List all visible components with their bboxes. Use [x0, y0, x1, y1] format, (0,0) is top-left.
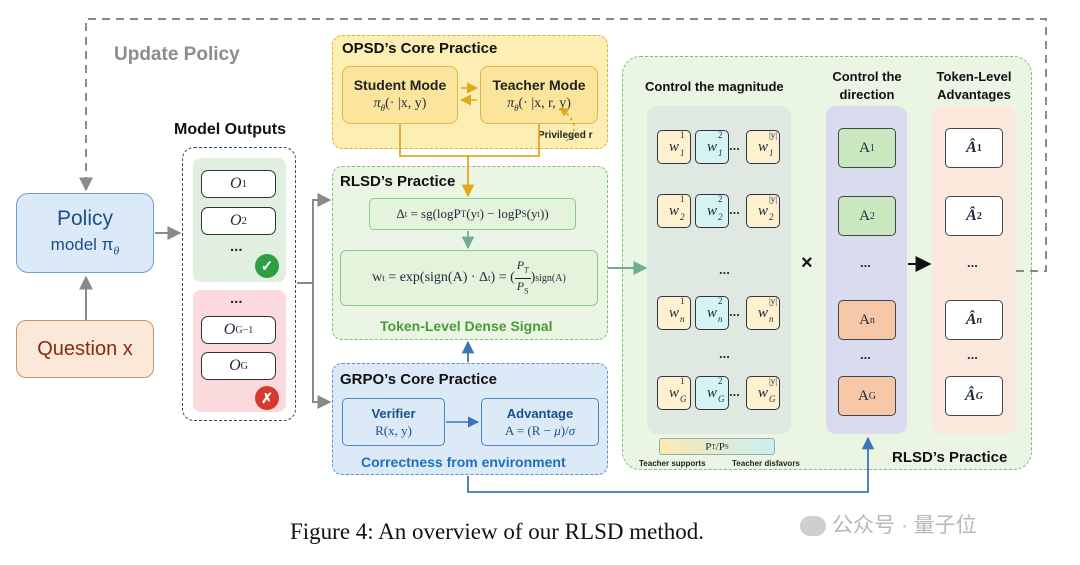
legend-teacher-disfavors: Teacher disfavors: [732, 459, 800, 468]
weight-row-ellipsis: ...: [729, 384, 740, 399]
weight-cell-1-3: w|y|1: [746, 130, 780, 164]
token-level-dense-signal: Token-Level Dense Signal: [380, 318, 553, 334]
update-policy-label: Update Policy: [114, 44, 240, 65]
model-outputs-title: Model Outputs: [174, 121, 286, 138]
direction-ellipsis-1: ...: [860, 255, 871, 270]
weight-cell-2-3: w|y|2: [746, 194, 780, 228]
policy-subtitle: model πθ: [50, 235, 120, 258]
question-box: Question x: [16, 320, 154, 378]
multiply-symbol: ×: [801, 252, 813, 274]
direction-ellipsis-2: ...: [860, 347, 871, 362]
rlsd-right-title: RLSD’s Practice: [892, 449, 1008, 466]
wechat-icon: [800, 516, 826, 537]
policy-box: Policy model πθ: [16, 193, 154, 273]
student-mode-box: Student Mode πθ(· |x, y): [342, 66, 458, 124]
rlsd-left-title: RLSD’s Practice: [340, 173, 456, 190]
figure-caption: Figure 4: An overview of our RLSD method…: [290, 519, 704, 544]
verifier-title: Verifier: [371, 405, 416, 421]
weight-row-ellipsis: ...: [729, 202, 740, 217]
teacher-mode-title: Teacher Mode: [492, 77, 586, 94]
incorrect-ellipsis: ...: [230, 290, 243, 307]
weight-row-ellipsis: ...: [729, 138, 740, 153]
watermark: 公众号 · 量子位: [800, 509, 977, 539]
verifier-box: Verifier R(x, y): [342, 398, 445, 446]
correctness-caption: Correctness from environment: [361, 454, 566, 470]
verifier-formula: R(x, y): [375, 422, 412, 438]
weight-column-ellipsis: ...: [719, 346, 730, 361]
weight-cell-G-3: w|y|G: [746, 376, 780, 410]
control-magnitude-title: Control the magnitude: [645, 79, 784, 94]
grpo-title: GRPO’s Core Practice: [340, 371, 498, 388]
cross-icon: ✗: [255, 386, 279, 410]
student-mode-title: Student Mode: [353, 77, 447, 94]
teacher-mode-box: Teacher Mode πθ(· |x, r, y): [480, 66, 598, 124]
model-outputs-panel: [182, 147, 296, 421]
weight-column-ellipsis: ...: [719, 262, 730, 277]
weight-row-ellipsis: ...: [729, 304, 740, 319]
advantage-formula: A = (R − μ)/σ: [504, 422, 576, 438]
weight-cell-n-3: w|y|n: [746, 296, 780, 330]
advantage-ellipsis-2: ...: [967, 347, 978, 362]
check-icon: ✓: [255, 254, 279, 278]
advantage-title: Advantage: [506, 405, 574, 421]
advantage-ellipsis-1: ...: [967, 255, 978, 270]
teacher-mode-formula: πθ(· |x, r, y): [507, 96, 571, 113]
policy-title: Policy: [56, 207, 114, 231]
privileged-label: Privileged r: [538, 130, 593, 141]
student-mode-formula: πθ(· |x, y): [373, 96, 427, 113]
question-label: Question x: [37, 337, 133, 360]
opsd-title: OPSD’s Core Practice: [342, 40, 498, 57]
advantage-box: Advantage A = (R − μ)/σ: [481, 398, 599, 446]
correct-ellipsis: ...: [230, 238, 243, 255]
legend-teacher-supports: Teacher supports: [639, 459, 706, 468]
